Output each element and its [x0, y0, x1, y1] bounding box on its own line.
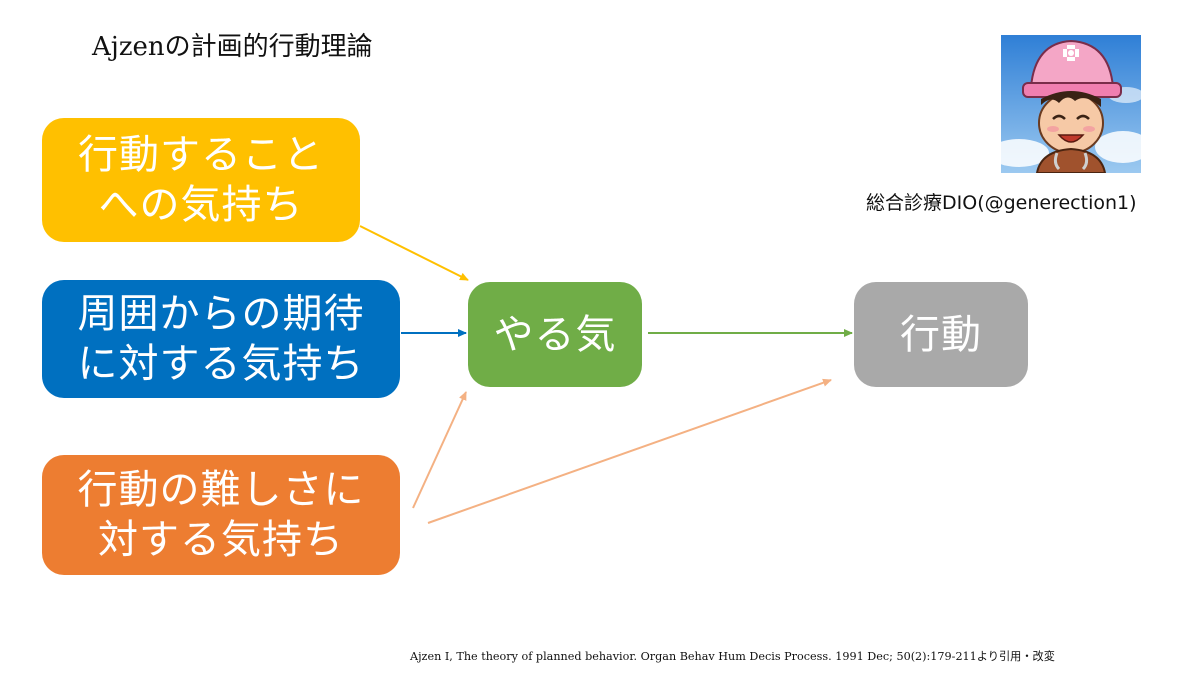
arrow-attitude-to-intention — [359, 225, 469, 281]
behavior-box: 行動 — [854, 282, 1028, 387]
citation: Ajzen I, The theory of planned behavior.… — [410, 650, 1055, 663]
subjective-norm-box: 周囲からの期待 に対する気持ち — [42, 280, 400, 398]
behavior-label: 行動 — [900, 311, 982, 358]
control-line2: 対する気持ち — [98, 517, 344, 563]
attitude-line2: への気持ち — [98, 182, 304, 228]
avatar-icon — [1001, 35, 1141, 173]
intention-label: やる気 — [493, 311, 617, 358]
intention-box: やる気 — [468, 282, 642, 387]
perceived-control-box: 行動の難しさに 対する気持ち — [42, 455, 400, 575]
norm-line2: に対する気持ち — [77, 341, 365, 387]
attitude-box: 行動すること への気持ち — [42, 118, 360, 242]
norm-line1: 周囲からの期待 — [77, 291, 365, 337]
arrow-control-to-intention — [412, 391, 467, 509]
control-line1: 行動の難しさに — [77, 467, 365, 513]
arrow-control-to-behavior — [427, 378, 832, 524]
author-name: 総合診療DIO(@generection1) — [866, 192, 1137, 214]
attitude-line1: 行動すること — [78, 132, 324, 178]
page-title: Ajzenの計画的行動理論 — [92, 32, 373, 62]
